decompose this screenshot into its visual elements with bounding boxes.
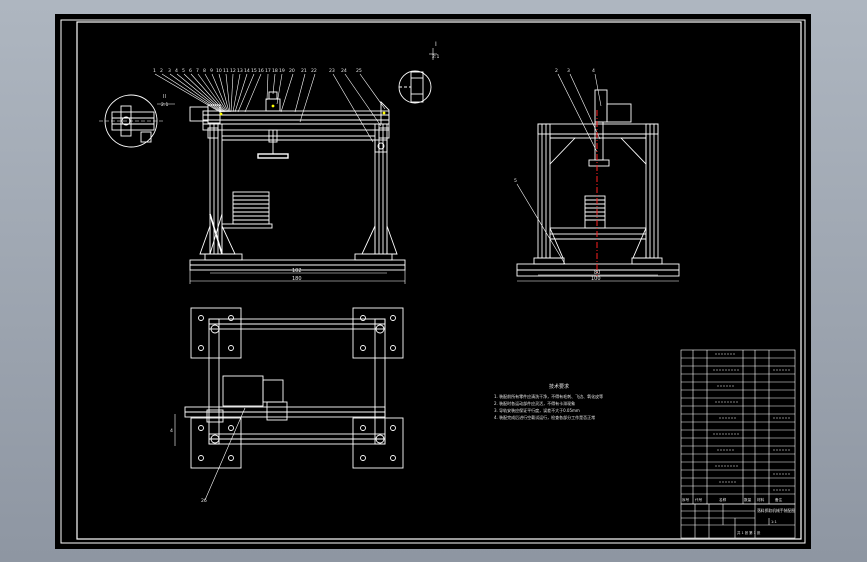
drawing-title: 落料抓取机械手装配图: [757, 508, 795, 513]
balloon-label: 5: [182, 68, 185, 74]
side-view-balloons: 2 3 4 5: [514, 68, 595, 184]
balloon-label: 2: [555, 68, 558, 74]
balloon-label: 17: [265, 68, 271, 74]
front-view: [154, 73, 406, 284]
drawing-sheet: 1 2 3 4 5 6 7 8 9 10 11 12 13 14 15 16 1…: [55, 14, 811, 549]
tech-note-line: 1. 装配前所有零件应清洗干净，不得有毛刺、飞边、氧化皮等: [494, 393, 603, 399]
parts-list: [680, 349, 796, 505]
balloon-label: 18: [272, 68, 278, 74]
parts-list-header: 序号 代号 名称 数量 材料 备注: [682, 497, 783, 502]
detail-I-scale: 2:1: [432, 54, 439, 60]
tech-notes-title: 技术要求: [549, 383, 569, 390]
balloon-label: 7: [196, 68, 199, 74]
tech-note-line: 4. 装配完成后进行空载试运行，检查各部分工作是否正常: [494, 414, 595, 420]
balloon-label: 1: [153, 68, 156, 74]
header-label: 备注: [775, 497, 783, 502]
top-view: [174, 307, 404, 501]
inner-border: [76, 21, 802, 540]
balloon-label: 4: [175, 68, 178, 74]
detail-II-mark: II: [163, 94, 166, 100]
balloon-label: 11: [223, 68, 229, 74]
outer-border: [60, 19, 806, 544]
sheet-info: 共 1 张 第 1 张: [737, 530, 761, 535]
side-view: [516, 73, 680, 282]
balloon-label: 19: [279, 68, 285, 74]
front-view-balloons: 1 2 3 4 5 6 7 8 9 10 11 12 13 14 15 16 1…: [153, 68, 362, 74]
balloon-label: 6: [189, 68, 192, 74]
detail-II-scale: 2:1: [161, 102, 168, 108]
drawing-scale: 1:1: [771, 520, 777, 524]
balloon-label: 24: [341, 68, 347, 74]
tech-note-line: 2. 装配时各运动部件应灵活，不得有卡滞现象: [494, 400, 575, 406]
detail-I-mark: I: [435, 41, 437, 48]
header-label: 代号: [695, 497, 703, 502]
balloon-label: 25: [356, 68, 362, 74]
balloon-label: 20: [289, 68, 295, 74]
detail-view-II: [99, 94, 175, 148]
balloon-label: 8: [203, 68, 206, 74]
balloon-label: 4: [592, 68, 595, 74]
front-dim-outer: 180: [292, 276, 302, 282]
title-block: [680, 503, 796, 539]
side-dim-outer: 100: [591, 276, 601, 282]
cad-drawing: 1 2 3 4 5 6 7 8 9 10 11 12 13 14 15 16 1…: [60, 19, 806, 544]
balloon-label: 3: [567, 68, 570, 74]
highlight-markers: [219, 104, 386, 116]
balloon-label: 15: [251, 68, 257, 74]
header-label: 材料: [757, 497, 765, 502]
balloon-label: 16: [258, 68, 264, 74]
detail-view-I: [398, 48, 437, 104]
balloon-label: 3: [168, 68, 171, 74]
balloon-label: 9: [210, 68, 213, 74]
technical-notes: 技术要求 1. 装配前所有零件应清洗干净，不得有毛刺、飞边、氧化皮等 2. 装配…: [494, 383, 603, 420]
header-label: 序号: [682, 497, 690, 502]
balloon-label: 23: [329, 68, 335, 74]
balloon-label: 13: [237, 68, 243, 74]
top-dim-side: 4: [170, 428, 173, 434]
balloon-label: 21: [301, 68, 307, 74]
tech-note-line: 3. 导轨安装应保证平行度，误差不大于0.05mm: [494, 407, 580, 413]
balloon-label: 10: [216, 68, 222, 74]
balloon-label: 26: [201, 498, 207, 504]
header-label: 名称: [719, 497, 727, 502]
front-dim-inner: 102: [292, 268, 302, 274]
balloon-label: 5: [514, 178, 517, 184]
side-dim-inner: 80: [594, 270, 600, 276]
balloon-label: 2: [160, 68, 163, 74]
balloon-label: 12: [230, 68, 236, 74]
header-label: 数量: [744, 497, 752, 502]
balloon-label: 22: [311, 68, 317, 74]
balloon-label: 14: [244, 68, 250, 74]
